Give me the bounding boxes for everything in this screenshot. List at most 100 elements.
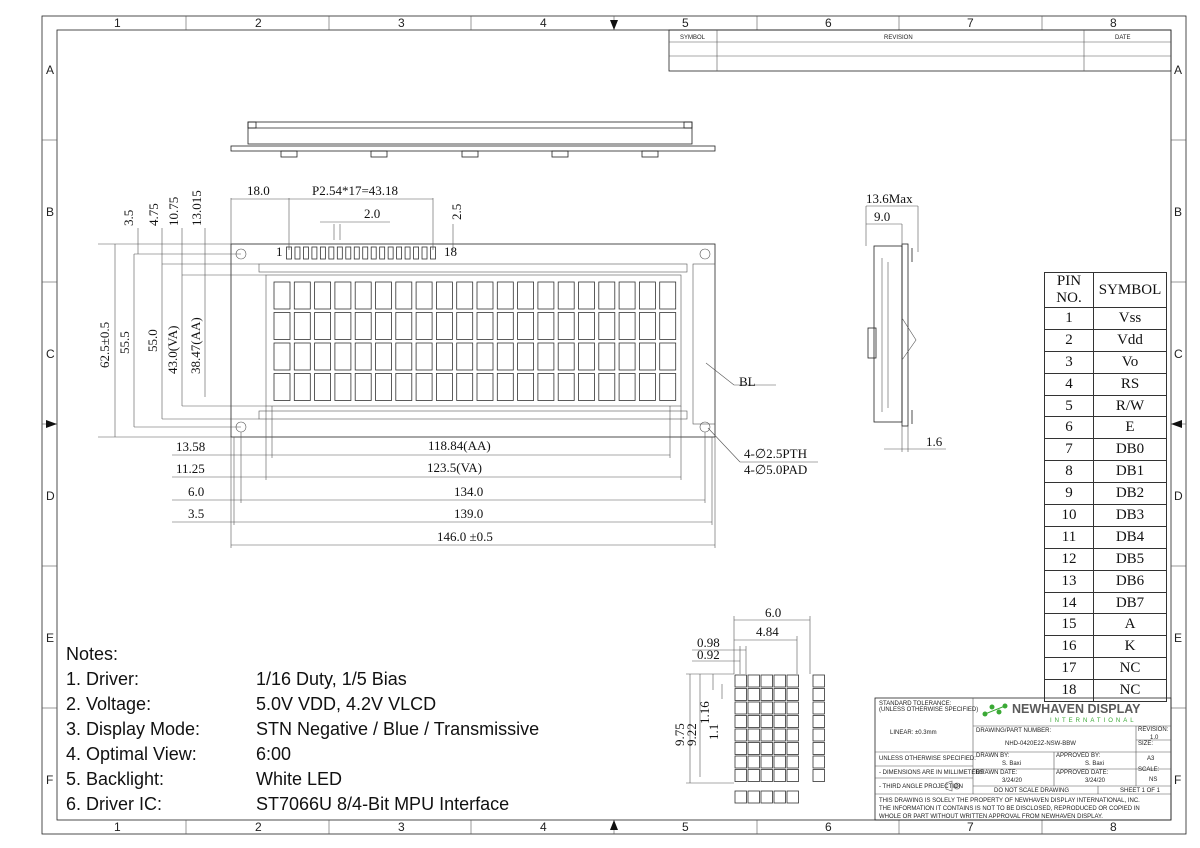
char-cell <box>314 312 332 340</box>
pin-symbol: RS <box>1093 372 1167 396</box>
zone-col-4: 4 <box>540 16 547 30</box>
note-key: 6. Driver IC: <box>66 794 163 814</box>
char-dot <box>786 674 799 688</box>
char-cell <box>456 373 474 401</box>
third-angle: - THIRD ANGLE PROJECTION <box>879 784 963 790</box>
char-cell <box>618 342 636 371</box>
note-item: 1. Driver:1/16 Duty, 1/5 Bias <box>66 667 586 692</box>
char-dot <box>786 742 799 755</box>
char-cell <box>354 281 372 310</box>
pin-symbol: Vdd <box>1093 328 1167 352</box>
char-cell <box>476 373 494 401</box>
char-dot-next <box>812 769 825 782</box>
char-cell <box>537 312 555 340</box>
char-cell <box>598 342 616 371</box>
dim-55-5: 55.5 <box>117 331 132 354</box>
char-6-0: 6.0 <box>765 605 781 620</box>
char-cell <box>537 373 555 401</box>
char-cell <box>435 281 453 310</box>
zone-labels: 1 2 3 4 5 6 7 8 1 2 3 4 5 6 7 8 A B C D … <box>46 16 1183 834</box>
dims-in-mm: - DIMENSIONS ARE IN MILLIMETERS <box>879 770 984 776</box>
pin-number: 17 <box>1044 657 1094 681</box>
dim-118-84-aa: 118.84(AA) <box>428 438 491 453</box>
char-cell <box>517 373 534 401</box>
size-value: A3 <box>1147 756 1155 762</box>
note-item: 3. Display Mode:STN Negative / Blue / Tr… <box>66 717 586 742</box>
dim-43-va: 43.0(VA) <box>165 325 180 374</box>
char-dot-next <box>812 742 825 755</box>
header-pin <box>362 246 369 260</box>
pin-symbol: Vss <box>1093 307 1167 330</box>
note-item: 6. Driver IC:ST7066U 8/4-Bit MPU Interfa… <box>66 792 586 817</box>
char-cell <box>415 312 433 340</box>
pin-number: 16 <box>1044 635 1094 659</box>
dim-pitch: P2.54*17=43.18 <box>312 183 398 198</box>
char-cell <box>557 373 575 401</box>
char-cell <box>517 281 534 310</box>
dim-62-5: 62.5±0.5 <box>97 322 112 368</box>
header-pin <box>353 246 360 260</box>
char-dot-next <box>812 688 825 701</box>
zone-col-1-bottom: 1 <box>114 820 121 834</box>
char-cell <box>476 342 494 371</box>
char-0-98: 0.98 <box>697 635 720 650</box>
pin-symbol: DB1 <box>1093 460 1167 484</box>
char-cell <box>618 281 636 310</box>
note-key: 1. Driver: <box>66 669 140 689</box>
char-dot <box>734 769 747 782</box>
char-cell <box>415 281 433 310</box>
pin-number: 12 <box>1044 547 1094 571</box>
callout-bl: BL <box>739 374 756 389</box>
zone-col-7: 7 <box>967 16 974 30</box>
char-cell <box>659 342 677 371</box>
zone-row-e: E <box>46 631 54 645</box>
header-pin <box>303 246 309 260</box>
zone-col-5-bottom: 5 <box>682 820 689 834</box>
char-dot <box>773 742 786 755</box>
dim-10-75: 10.75 <box>166 197 181 226</box>
char-cell <box>537 281 555 310</box>
pin-number: 8 <box>1044 460 1094 484</box>
char-cell <box>395 373 413 401</box>
rev-revision-header: REVISION <box>884 35 913 41</box>
char-cell <box>517 312 534 340</box>
char-cell <box>395 281 413 310</box>
dim-6-0: 6.0 <box>188 484 204 499</box>
char-cell <box>578 373 595 401</box>
char-dot <box>747 715 760 728</box>
char-dot <box>760 742 773 755</box>
header-pin <box>319 246 326 260</box>
approved-by-label: APPROVED BY: <box>1056 753 1101 759</box>
side-13-6max: 13.6Max <box>866 191 913 206</box>
pin-symbol: A <box>1093 613 1167 637</box>
char-cell <box>314 373 332 401</box>
bottom-dimensions <box>172 362 818 548</box>
char-cell <box>557 312 575 340</box>
pin-number: 13 <box>1044 569 1094 593</box>
zone-col-3-bottom: 3 <box>398 820 405 834</box>
char-dot <box>760 674 773 688</box>
char-cell <box>456 312 474 340</box>
pin-number: 18 <box>1044 679 1094 703</box>
zone-col-2: 2 <box>255 16 262 30</box>
zone-col-5: 5 <box>682 16 689 30</box>
char-cell <box>496 312 514 340</box>
char-cell <box>375 281 392 310</box>
pin-symbol: E <box>1093 416 1167 440</box>
logo: NEWHAVEN DISPLAY INTERNATIONAL <box>982 702 1141 724</box>
char-dot <box>734 728 747 742</box>
char-cell <box>293 312 311 340</box>
pin-symbol: NC <box>1093 679 1167 703</box>
note-item: 4. Optimal View:6:00 <box>66 742 586 767</box>
char-cell <box>517 342 534 371</box>
pin-number: 4 <box>1044 372 1094 396</box>
zone-col-4-bottom: 4 <box>540 820 547 834</box>
